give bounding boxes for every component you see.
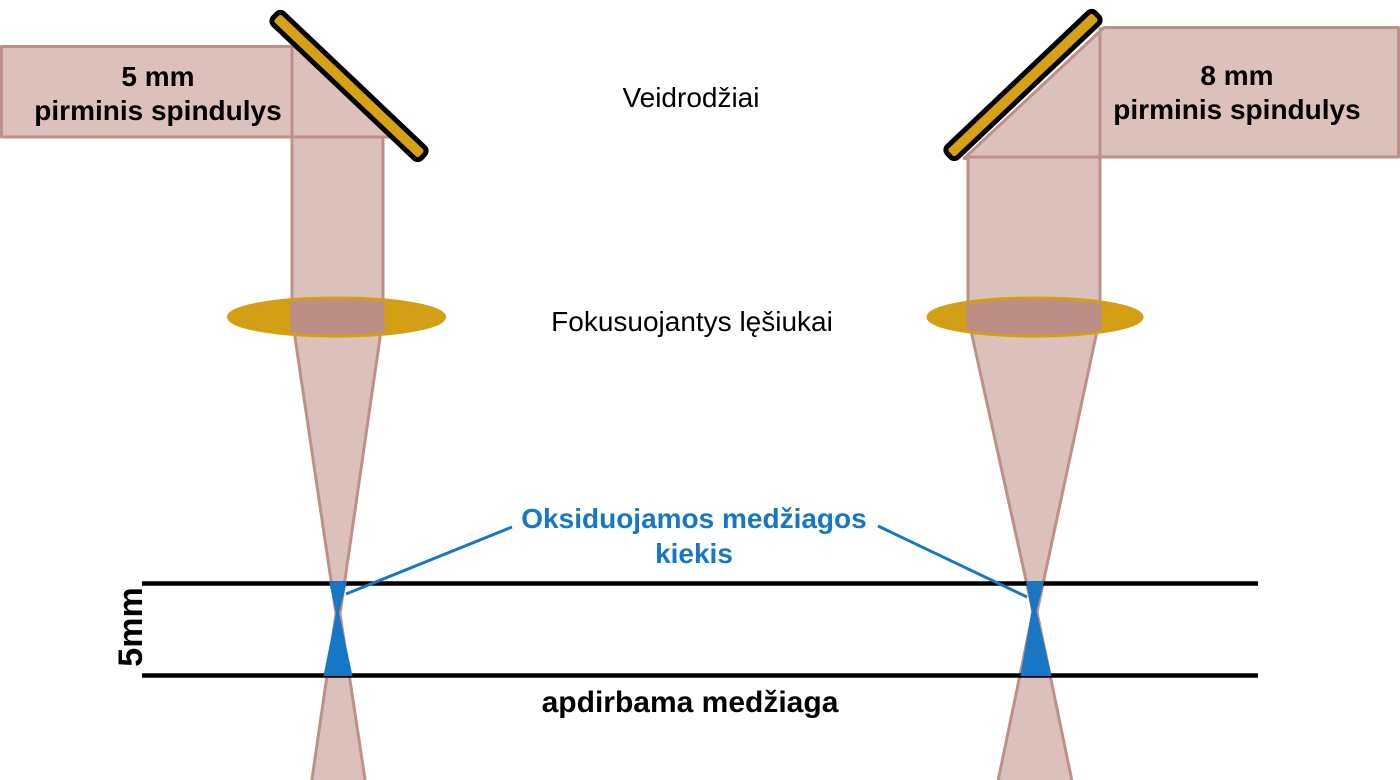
mirrors-label: Veidrodžiai: [623, 82, 760, 113]
right-mirror: [943, 8, 1103, 162]
left-beam-label-line1: 5 mm: [121, 61, 194, 92]
left-mirror: [269, 9, 429, 163]
right-beam-inner-borders: [968, 27, 1102, 159]
left-beam-label-line2: pirminis spindulys: [34, 95, 281, 126]
left-focus-pointer-line: [345, 525, 513, 596]
material-thickness-label: 5mm: [112, 587, 150, 666]
material-label: apdirbama medžiaga: [542, 686, 839, 719]
right-lens-outline: [926, 296, 1144, 338]
left-lens-outline: [227, 296, 446, 338]
right-beam-label-line2: pirminis spindulys: [1113, 94, 1360, 125]
right-focus-spot: [1020, 581, 1052, 676]
right-focus-pointer-line: [877, 524, 1028, 599]
right-beam-label-line1: 8 mm: [1200, 60, 1273, 91]
oxidized-label-line2: kiekis: [655, 538, 733, 569]
oxidized-label-line1: Oksiduojamos medžiagos: [521, 503, 866, 534]
left-beam-inner-borders: [290, 46, 383, 139]
right-lens-beam-overlap: [966, 298, 1102, 336]
lenses-label: Fokusuojantys lęšiukai: [551, 306, 833, 337]
left-focus-spot: [323, 581, 353, 676]
left-lens-beam-overlap: [290, 298, 385, 336]
